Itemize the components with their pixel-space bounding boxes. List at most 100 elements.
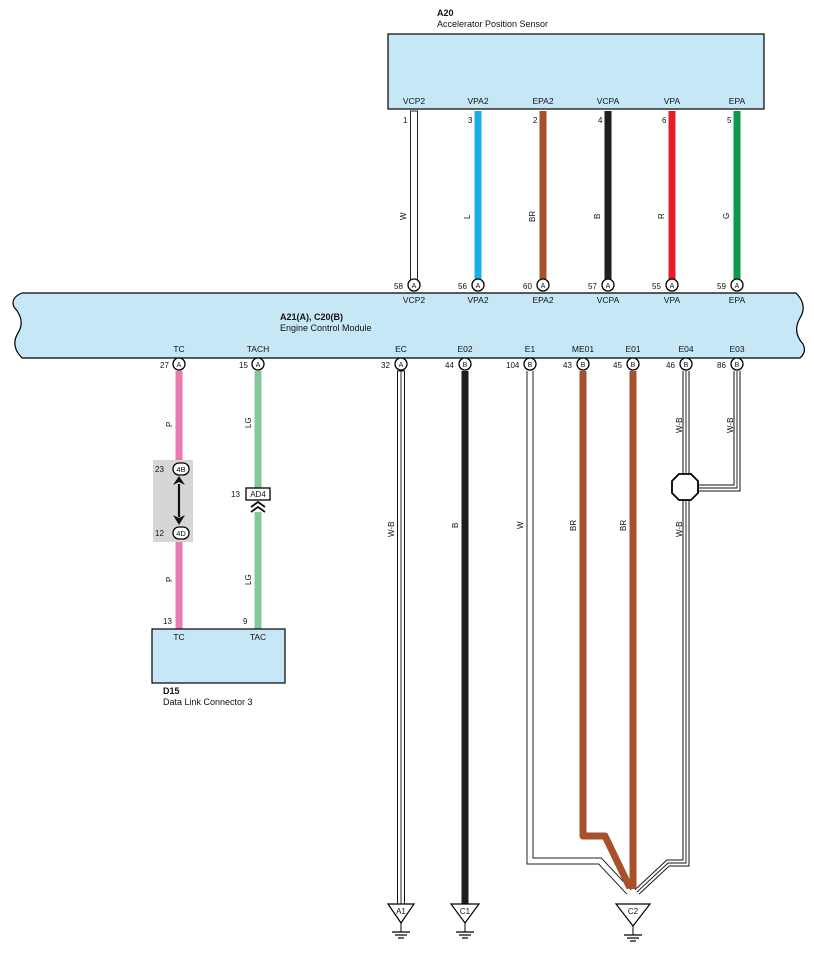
ecm-terminal-vcp2: VCP2 <box>403 295 425 305</box>
wire-label-e01: BR <box>619 520 628 531</box>
sensor-code: A20 <box>437 8 454 18</box>
connector-ad4-pin: 13 <box>231 490 240 499</box>
junction-4d-pin: 12 <box>155 529 164 538</box>
wire-tc-lower <box>175 539 183 629</box>
ecm-terminal-tc: TC <box>173 344 184 354</box>
junction-arrow-up-icon <box>173 476 185 485</box>
connector-b-marker <box>730 357 744 371</box>
dlc-terminal-tc: TC <box>173 632 184 642</box>
ecm-terminal-vcpa: VCPA <box>597 295 620 305</box>
sensor-pin-1: 1 <box>403 116 408 125</box>
sensor-terminal-vpa2: VPA2 <box>467 96 488 106</box>
wire-label-b: B <box>593 214 602 219</box>
ecm-conn-55: A <box>670 283 675 290</box>
wire-epa-g <box>733 111 741 280</box>
connector-ad4-chevron-icon <box>250 500 266 513</box>
wire-ec-wb <box>397 370 405 905</box>
wire-label-br: BR <box>528 211 537 222</box>
ecm-terminal-e01: E01 <box>625 344 640 354</box>
wire-label-l: L <box>463 214 472 219</box>
connector-a-marker <box>407 278 421 292</box>
ecm-pin-57: 57 <box>588 282 597 291</box>
ecm-terminal-e02: E02 <box>457 344 472 354</box>
wire-label-e04-upper: W-B <box>675 418 684 433</box>
wire-tach-upper <box>254 371 262 488</box>
sensor-terminal-epa: EPA <box>729 96 746 106</box>
ground-a1-label: A1 <box>396 907 406 916</box>
wire-vcpa-b <box>604 111 612 280</box>
ecm-terminal-tach: TACH <box>247 344 270 354</box>
sensor-pin-4: 4 <box>598 116 603 125</box>
wire-label-e03: W-B <box>726 418 735 433</box>
ecm-pin-86: 86 <box>717 361 726 370</box>
ecm-terminal-e1: E1 <box>525 344 536 354</box>
junction-4b-marker <box>172 462 190 476</box>
connector-b-marker <box>679 357 693 371</box>
wire-vpa-r <box>668 111 676 280</box>
wire-e1-w <box>526 371 632 895</box>
junction-4d-label: 4D <box>176 529 186 538</box>
accelerator-position-sensor-box <box>387 33 765 110</box>
connector-a-marker <box>730 278 744 292</box>
connector-a-marker <box>394 357 408 371</box>
ecm-conn-27: A <box>177 362 182 369</box>
wire-e02-b <box>461 371 469 904</box>
ecm-pin-59: 59 <box>717 282 726 291</box>
wire-tc-upper <box>175 371 183 467</box>
ecm-terminal-e04: E04 <box>678 344 693 354</box>
wire-e01-br <box>629 371 637 889</box>
wire-label-tc-upper: P <box>165 422 174 427</box>
dlc-name: Data Link Connector 3 <box>163 697 253 707</box>
sensor-pin-5: 5 <box>727 116 732 125</box>
dlc-terminal-tac: TAC <box>250 632 266 642</box>
connector-b-marker <box>626 357 640 371</box>
junction-4b-label: 4B <box>176 465 185 474</box>
ecm-pin-104: 104 <box>506 361 520 370</box>
connector-a-marker <box>601 278 615 292</box>
ecm-pin-32: 32 <box>381 361 390 370</box>
wire-vcp2-w <box>410 110 418 281</box>
ecm-pin-43: 43 <box>563 361 572 370</box>
ground-a1-icon <box>386 903 416 939</box>
sensor-wires <box>410 110 741 281</box>
wire-label-e1: W <box>516 521 525 529</box>
ground-c1-icon <box>449 903 481 939</box>
connector-a-marker <box>251 357 265 371</box>
ecm-pin-56: 56 <box>458 282 467 291</box>
wire-label-w: W <box>399 212 408 220</box>
connector-a-marker <box>665 278 679 292</box>
junction-4b-pin: 23 <box>155 465 164 474</box>
connector-a-marker <box>172 357 186 371</box>
sensor-terminal-vcp2: VCP2 <box>403 96 425 106</box>
sensor-pin-2: 2 <box>533 116 538 125</box>
ecm-name: Engine Control Module <box>280 323 372 333</box>
wire-label-me01: BR <box>569 520 578 531</box>
wire-label-g: G <box>722 213 731 219</box>
wire-label-r: R <box>657 213 666 219</box>
wire-label-tc-lower: P <box>165 577 174 582</box>
ground-c2-label: C2 <box>628 907 639 916</box>
dlc-pin-13: 13 <box>163 617 172 626</box>
wire-me01-br <box>579 371 634 890</box>
ecm-terminal-ec: EC <box>395 344 407 354</box>
ecm-terminal-me01: ME01 <box>572 344 594 354</box>
ecm-pin-60: 60 <box>523 282 532 291</box>
ecm-terminal-vpa: VPA <box>664 295 681 305</box>
ecm-conn-43: B <box>581 362 586 369</box>
sensor-terminal-vpa: VPA <box>664 96 681 106</box>
ecm-pin-15: 15 <box>239 361 248 370</box>
sensor-terminal-vcpa: VCPA <box>597 96 620 106</box>
ecm-code: A21(A), C20(B) <box>280 312 343 322</box>
wire-vpa2-l <box>474 111 482 280</box>
ecm-conn-32: A <box>399 362 404 369</box>
ecm-conn-45: B <box>631 362 636 369</box>
sensor-pin-6: 6 <box>662 116 667 125</box>
ecm-pin-58: 58 <box>394 282 403 291</box>
connector-b-marker <box>523 357 537 371</box>
ecm-conn-59: A <box>735 283 740 290</box>
ecm-conn-46: B <box>684 362 689 369</box>
wire-label-e02: B <box>451 523 460 528</box>
ecm-conn-58: A <box>412 283 417 290</box>
wire-tach-lower <box>254 512 262 629</box>
